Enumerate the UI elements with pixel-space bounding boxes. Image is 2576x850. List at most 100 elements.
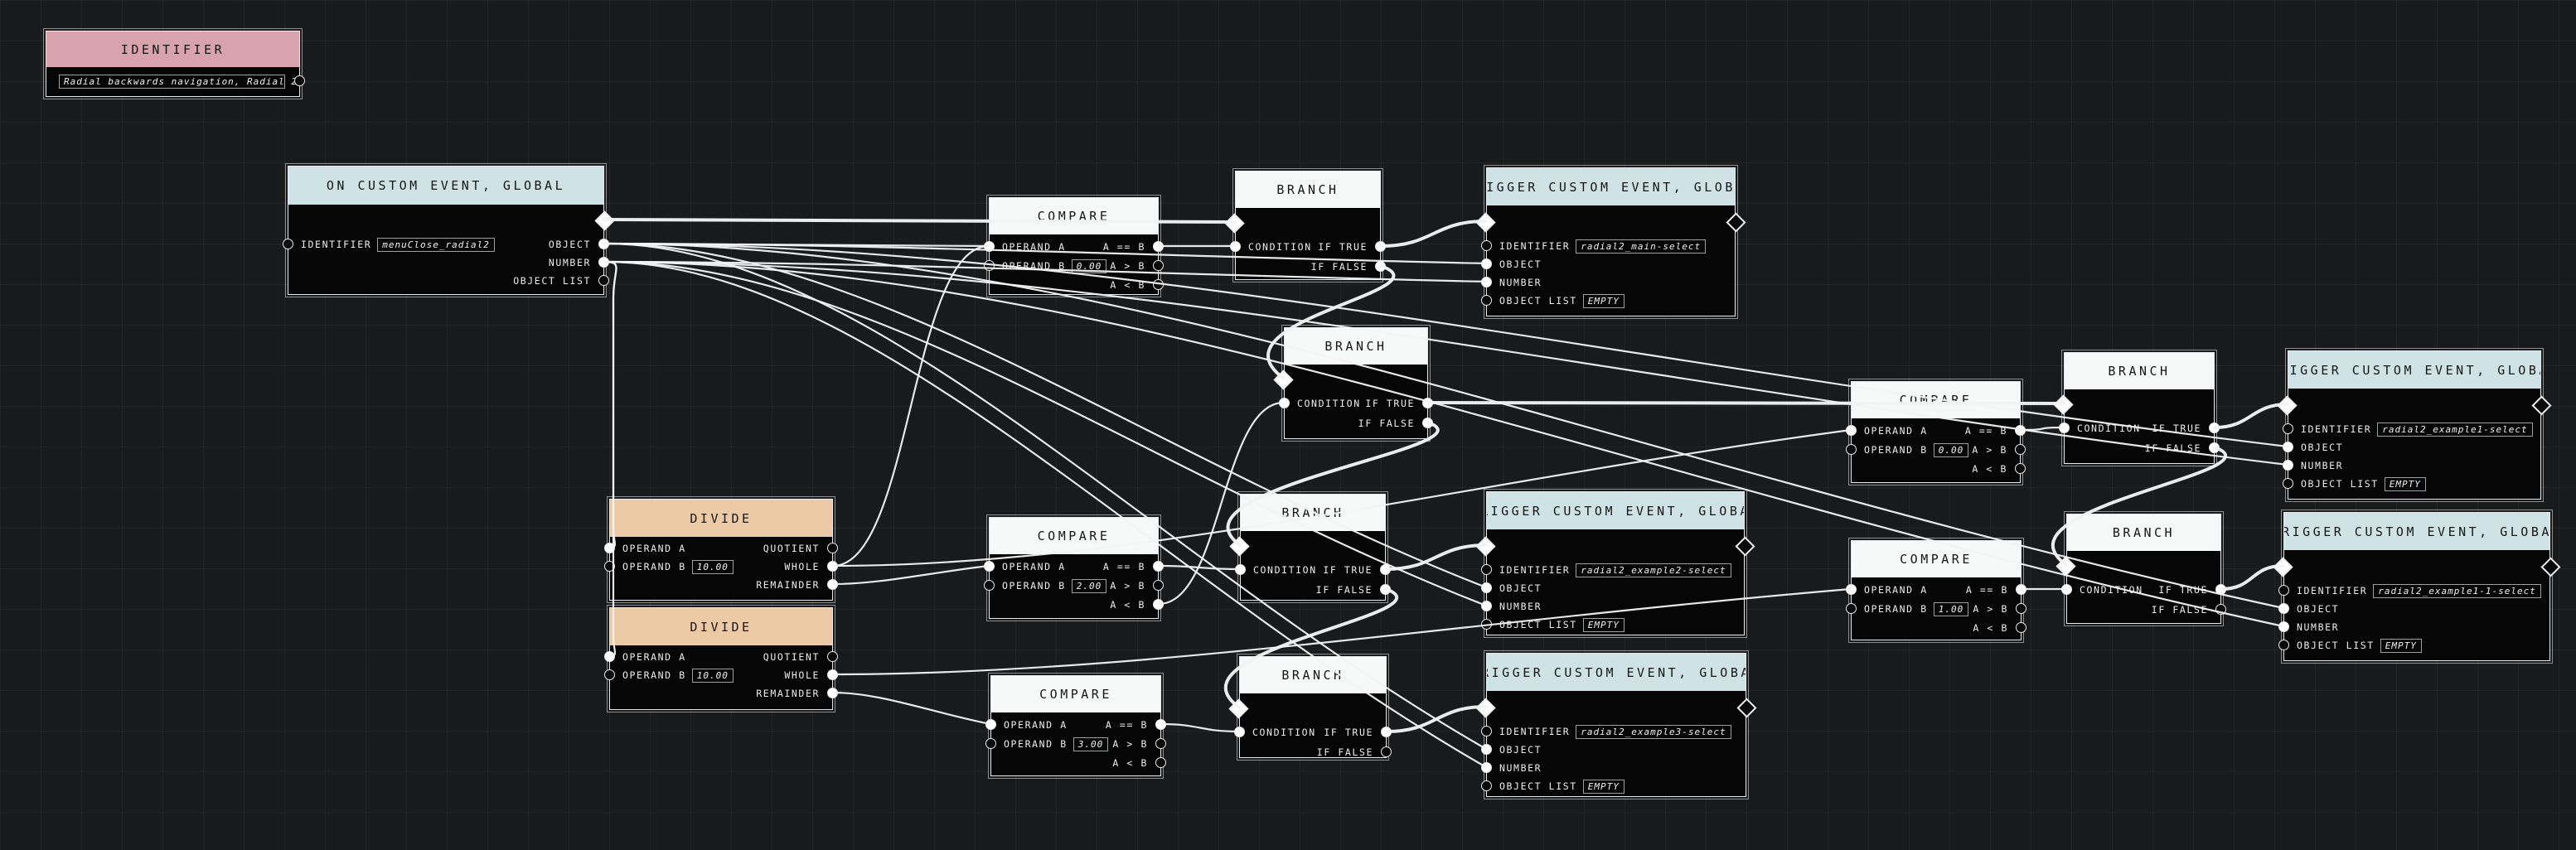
compare_bot-alt-port[interactable]	[1155, 757, 1166, 768]
once-objectlist-port[interactable]	[598, 275, 609, 286]
compare_bot-opb-port[interactable]	[985, 738, 996, 749]
trigger_main-exec-out-port[interactable]	[1726, 212, 1746, 233]
branch_mid2-cond-port[interactable]	[1235, 564, 1246, 575]
divide2-remainder-port[interactable]	[827, 688, 838, 698]
branch_rl-iffalse-port[interactable]	[2215, 604, 2226, 615]
trigger_ex11-exec-in-port[interactable]	[2273, 557, 2293, 577]
trigger_main-number-port[interactable]	[1481, 277, 1492, 287]
compare_top-opb-port[interactable]	[984, 260, 995, 271]
trigger_ex11-objectlist-port[interactable]	[2278, 640, 2289, 650]
compare_rl-agt-port[interactable]	[2016, 603, 2026, 614]
trigger_ex2-exec-out-port[interactable]	[1735, 536, 1755, 557]
compare_rt-aeq-port[interactable]	[2015, 425, 2026, 436]
compare_rt-opb-value[interactable]: 0.00	[1933, 442, 1969, 457]
branch_bot-iftrue-port[interactable]	[1381, 727, 1392, 737]
trigger_ex2-object-port[interactable]	[1481, 582, 1492, 593]
identifier_note-out-port[interactable]	[294, 75, 305, 86]
branch_top-iffalse-port[interactable]	[1375, 261, 1386, 272]
branch_bot-exec-in-port[interactable]	[1228, 698, 1249, 719]
compare_rl-opb-port[interactable]	[1846, 603, 1857, 614]
trigger_ex3-object-port[interactable]	[1481, 744, 1492, 755]
compare_top-alt-port[interactable]	[1153, 279, 1164, 290]
identifier_note-value[interactable]: Radial backwards navigation, Radial 2	[59, 74, 297, 89]
branch_mid-iffalse-port[interactable]	[1422, 418, 1433, 428]
compare_mid-alt-port[interactable]	[1153, 599, 1164, 610]
compare_rl-opa-port[interactable]	[1846, 584, 1857, 595]
branch_top-cond-port[interactable]	[1230, 241, 1241, 252]
compare_rl-alt-port[interactable]	[2016, 622, 2026, 633]
trigger_main-exec-in-port[interactable]	[1475, 212, 1496, 233]
trigger_ex3-objectlist-value[interactable]: EMPTY	[1582, 779, 1625, 794]
trigger_ex2-exec-in-port[interactable]	[1475, 536, 1496, 557]
branch_rl-exec-in-port[interactable]	[2055, 556, 2076, 577]
compare_rl-opb-value[interactable]: 1.00	[1933, 601, 1969, 616]
trigger_main-object-port[interactable]	[1481, 258, 1492, 269]
compare_bot-opb-value[interactable]: 3.00	[1073, 737, 1109, 751]
trigger_ex1-objectlist-value[interactable]: EMPTY	[2384, 476, 2426, 491]
branch_bot-iffalse-port[interactable]	[1381, 746, 1392, 757]
once-number-port[interactable]	[598, 257, 609, 268]
branch_rl-iftrue-port[interactable]	[2215, 584, 2226, 595]
branch_rt-iftrue-port[interactable]	[2209, 423, 2220, 433]
compare_mid-agt-port[interactable]	[1153, 580, 1164, 591]
divide1-opa-port[interactable]	[604, 543, 615, 553]
trigger_ex1-objectlist-port[interactable]	[2283, 478, 2293, 489]
trigger_ex11-identifier-port[interactable]	[2278, 585, 2289, 596]
once-exec-out-port[interactable]	[594, 210, 615, 231]
compare_rt-opb-port[interactable]	[1846, 444, 1857, 455]
compare_top-agt-port[interactable]	[1153, 260, 1164, 271]
compare_mid-aeq-port[interactable]	[1153, 561, 1164, 572]
divide2-whole-port[interactable]	[827, 669, 838, 680]
branch_top-exec-in-port[interactable]	[1224, 213, 1245, 234]
branch_bot-cond-port[interactable]	[1234, 727, 1245, 737]
compare_top-aeq-port[interactable]	[1153, 241, 1164, 252]
branch_mid2-iffalse-port[interactable]	[1380, 584, 1391, 595]
divide1-quotient-port[interactable]	[827, 543, 838, 553]
trigger_ex1-identifier-port[interactable]	[2283, 423, 2293, 434]
compare_bot-aeq-port[interactable]	[1155, 719, 1166, 730]
trigger_ex1-exec-out-port[interactable]	[2531, 395, 2552, 416]
compare_rt-agt-port[interactable]	[2015, 444, 2026, 455]
trigger_main-identifier-value[interactable]: radial2_main-select	[1576, 239, 1707, 254]
once-identifier-port[interactable]	[283, 239, 293, 249]
branch_mid-cond-port[interactable]	[1279, 398, 1290, 408]
trigger_ex3-objectlist-port[interactable]	[1481, 780, 1492, 791]
branch_mid-iftrue-port[interactable]	[1422, 398, 1433, 408]
compare_rt-alt-port[interactable]	[2015, 463, 2026, 474]
branch_rt-exec-in-port[interactable]	[2053, 394, 2074, 415]
compare_rl-aeq-port[interactable]	[2016, 584, 2026, 595]
compare_mid-opa-port[interactable]	[984, 561, 995, 572]
branch_mid2-exec-in-port[interactable]	[1229, 536, 1250, 557]
trigger_ex3-identifier-value[interactable]: radial2_example3-select	[1576, 724, 1731, 739]
node-trigger_ex2[interactable]: TRIGGER CUSTOM EVENT, GLOBALIDENTIFIERra…	[1475, 489, 1755, 638]
compare_top-opa-port[interactable]	[984, 241, 995, 252]
node-trigger_ex3[interactable]: TRIGGER CUSTOM EVENT, GLOBALIDENTIFIERra…	[1475, 650, 1757, 799]
divide2-opb-value[interactable]: 10.00	[691, 668, 734, 683]
trigger_ex2-number-port[interactable]	[1481, 601, 1492, 611]
trigger_ex1-identifier-value[interactable]: radial2_example1-select	[2377, 422, 2533, 437]
branch_top-iftrue-port[interactable]	[1375, 241, 1386, 252]
trigger_ex1-object-port[interactable]	[2283, 442, 2293, 452]
divide1-whole-port[interactable]	[827, 561, 838, 572]
trigger_ex11-objectlist-value[interactable]: EMPTY	[2380, 638, 2422, 653]
trigger_ex11-number-port[interactable]	[2278, 621, 2289, 632]
branch_rt-cond-port[interactable]	[2059, 423, 2070, 433]
node-trigger_ex1[interactable]: TRIGGER CUSTOM EVENT, GLOBALIDENTIFIERra…	[2277, 348, 2552, 502]
trigger_main-objectlist-value[interactable]: EMPTY	[1582, 293, 1625, 308]
